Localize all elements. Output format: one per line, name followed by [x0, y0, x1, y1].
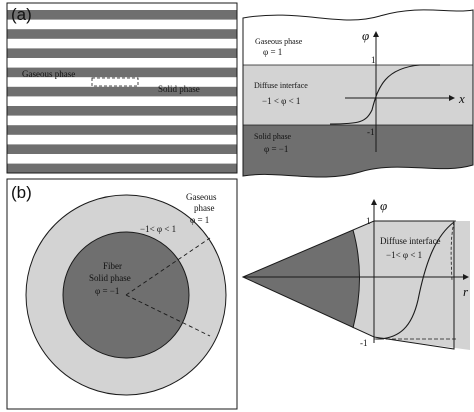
zoom-solid-value: φ = −1 [264, 144, 288, 154]
annulus-range: −1< φ < 1 [140, 224, 176, 234]
stripe-layer [7, 29, 237, 39]
stripe-layer [7, 48, 237, 58]
panel-b-tag: (b) [11, 183, 32, 202]
b-diffuse-range: −1< φ < 1 [386, 250, 422, 260]
stripe-layer [7, 125, 237, 135]
stripe-layers [7, 10, 237, 173]
gaseous-phase-label: Gaseous phase [22, 69, 75, 79]
fiber-line1: Fiber [103, 261, 122, 271]
stripe-layer [7, 163, 237, 173]
b-tick-bottom: -1 [360, 338, 368, 348]
panel-a-tag: (a) [11, 5, 32, 24]
diffuse-interface-band [243, 65, 473, 125]
zoom-diffuse-range: −1 < φ < 1 [262, 96, 300, 106]
solid-boundary-arc [352, 229, 360, 329]
stripe-layer [7, 106, 237, 116]
fiber-value: φ = −1 [95, 286, 119, 296]
b-profile-curve [375, 221, 455, 340]
tanh-profile-curve [329, 64, 440, 125]
gaseous-line2: phase [194, 203, 215, 213]
b-diffuse-title: Diffuse interface [380, 236, 441, 246]
panel-b-fiber: (b) Gaseous phase φ = 1 −1< φ < 1 Fiber … [6, 178, 238, 410]
wedge-edge-upper [125, 237, 211, 296]
tick-top: 1 [371, 55, 376, 65]
panel-a-zoom: φ x 1 -1 Gaseous phase φ = 1 Diffuse int… [242, 9, 474, 178]
panel-b-zoom: φ r 1 -1 Diffuse interface −1< φ < 1 [241, 198, 470, 350]
fiber-line2: Solid phase [89, 273, 131, 283]
zoom-gaseous-title: Gaseous phase [255, 37, 303, 46]
phi-axis-label: φ [362, 28, 369, 43]
stripe-layer [7, 10, 237, 20]
zoom-gaseous-value: φ = 1 [263, 47, 282, 57]
panel-a-stripes: (a) Gaseous phase Solid phase [6, 2, 238, 174]
zoom-solid-title: Solid phase [254, 132, 292, 141]
zoom-region-marker [91, 77, 139, 87]
wedge-edge-lower [125, 294, 211, 337]
gaseous-value: φ = 1 [190, 215, 209, 225]
stripe-layer [7, 67, 237, 78]
b-r-axis-label: r [463, 284, 469, 299]
stripe-layer [7, 144, 237, 154]
b-tick-top: 1 [366, 216, 371, 226]
sector-solid-region [243, 230, 360, 328]
solid-phase-label: Solid phase [158, 84, 200, 94]
b-phi-axis-label: φ [380, 198, 387, 213]
tick-bottom: -1 [367, 127, 375, 137]
zoom-wavy-outline [242, 9, 474, 178]
x-axis-label: x [458, 91, 465, 106]
zoom-diffuse-title: Diffuse interface [254, 81, 308, 90]
gaseous-line1: Gaseous [186, 192, 217, 202]
stripe-layer [7, 86, 237, 97]
